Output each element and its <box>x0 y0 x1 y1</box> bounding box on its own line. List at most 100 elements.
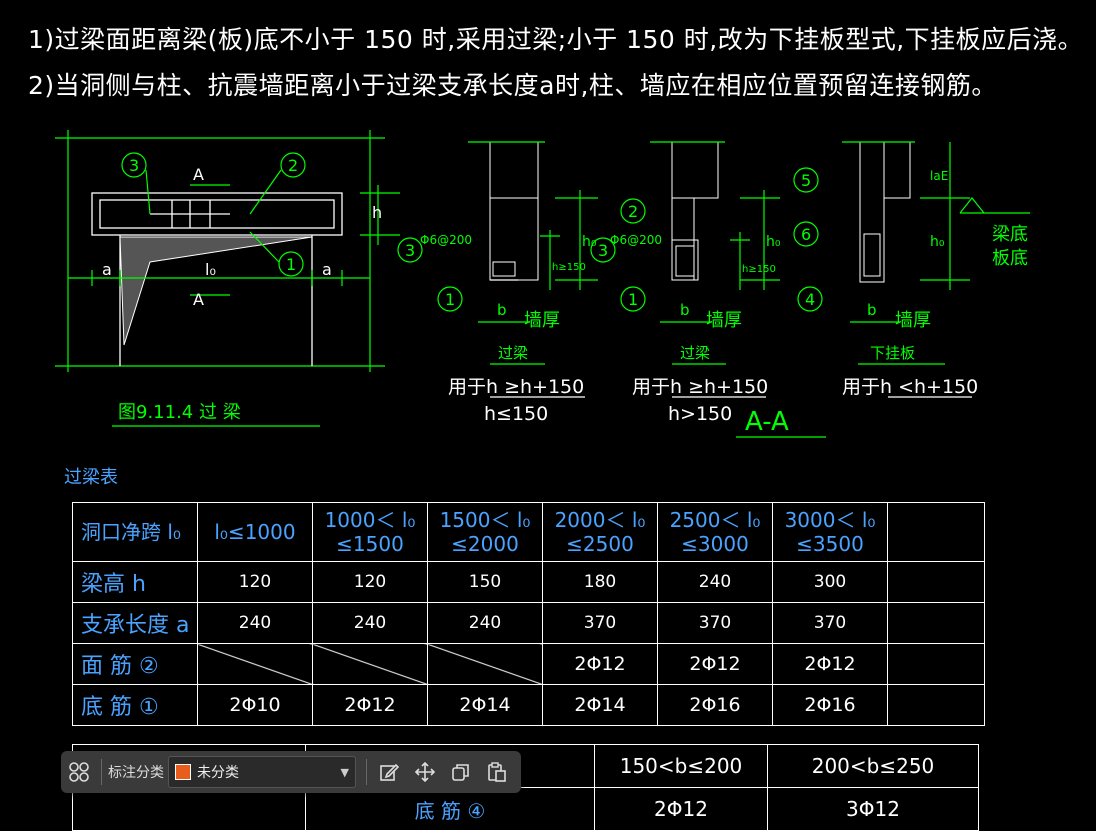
header-cell: 2500＜ l₀ ≤3000 <box>657 502 773 562</box>
row-label: 梁高 h <box>72 561 198 603</box>
table-cell: 240 <box>657 561 773 603</box>
sec1-h0-label: h₀ <box>582 234 597 250</box>
dim-h: h <box>372 203 382 222</box>
table-cell: 2Φ14 <box>542 684 658 726</box>
table-title: 过梁表 <box>64 467 118 488</box>
circle-2-label: 2 <box>288 156 298 175</box>
table-cell: 2Φ12 <box>594 787 768 831</box>
chevron-down-icon: ▼ <box>340 765 349 779</box>
toolbar-divider <box>101 759 102 785</box>
table-row: 面 筋 ② 2Φ12 2Φ12 2Φ12 <box>72 643 985 685</box>
table-cell: 底 筋 ④ <box>305 787 595 831</box>
sec2-cond1: 用于h ≥h+150 <box>632 376 768 398</box>
sec1-stirrup-label: Φ6@200 <box>420 233 472 247</box>
table-cell: 300 <box>772 561 888 603</box>
table-cell-diagonal <box>312 643 428 685</box>
sec2-stirrup-label: Φ6@200 <box>610 233 662 247</box>
row-label: 底 筋 ① <box>72 684 198 726</box>
table-cell: 2Φ10 <box>197 684 313 726</box>
table-cell <box>887 643 985 685</box>
row-label: 支承长度 a <box>72 602 198 644</box>
table-cell: 2Φ14 <box>427 684 543 726</box>
dim-a-right: a <box>322 260 332 279</box>
sec1-cond1: 用于h ≥h+150 <box>448 376 584 398</box>
table-cell-diagonal <box>427 643 543 685</box>
copy-icon[interactable] <box>443 754 479 790</box>
table-cell: 240 <box>197 602 313 644</box>
table-cell: 150<b≤200 <box>594 744 768 788</box>
note-line-1: 1)过梁面距离梁(板)底不小于 150 时,采用过梁;小于 150 时,改为下挂… <box>28 25 1084 54</box>
dim-l0: l₀ <box>205 260 216 279</box>
category-label: 标注分类 <box>108 765 164 781</box>
table-cell: 370 <box>657 602 773 644</box>
edit-icon[interactable] <box>371 754 407 790</box>
toolbar-divider <box>366 759 367 785</box>
table-cell: 2Φ12 <box>542 643 658 685</box>
header-cell: 3000＜ l₀ ≤3500 <box>772 502 888 562</box>
sec1-b-label: b <box>497 301 507 319</box>
table-row: 底 筋 ① 2Φ10 2Φ12 2Φ14 2Φ14 2Φ16 2Φ16 <box>72 684 985 726</box>
header-cell: 洞口净跨 l₀ <box>72 502 198 562</box>
header-cell: 1000＜ l₀ ≤1500 <box>312 502 428 562</box>
section-mark-a-bottom: A <box>193 290 204 309</box>
sec1-circle-1: 1 <box>445 290 455 309</box>
dim-a-left: a <box>102 260 112 279</box>
header-cell <box>887 502 985 562</box>
sec1-cond2: h≤150 <box>484 403 548 425</box>
sec3-h0-label: h₀ <box>930 234 945 250</box>
table-cell: 240 <box>312 602 428 644</box>
category-selected: 未分类 <box>197 765 239 781</box>
sec1-h150-label: h≥150 <box>552 262 586 273</box>
move-icon[interactable] <box>407 754 443 790</box>
table-cell: 3Φ12 <box>767 787 979 831</box>
sec3-circle-6: 6 <box>801 225 811 244</box>
sec3-wall-label: 墙厚 <box>895 310 931 331</box>
sec2-circle-1: 1 <box>628 290 638 309</box>
table-cell: 2Φ16 <box>657 684 773 726</box>
section-aa-title: A-A <box>745 407 789 437</box>
header-cell: 2000＜ l₀ ≤2500 <box>542 502 658 562</box>
section-lintel-2: 2 3 1 Φ6@200 b 墙厚 h₀ h≥150 过梁 用于h ≥h+150… <box>590 141 826 438</box>
sec3-title: 下挂板 <box>870 344 915 362</box>
table-header-row: 洞口净跨 l₀ l₀≤1000 1000＜ l₀ ≤1500 1500＜ l₀ … <box>72 502 985 562</box>
sec3-lae-label: laE <box>930 169 948 183</box>
sec3-b-label: b <box>867 301 877 319</box>
sec3-circle-4: 4 <box>805 290 815 309</box>
table-cell: 120 <box>197 561 313 603</box>
annotation-toolbar: 标注分类 未分类 ▼ <box>61 751 521 793</box>
category-dropdown[interactable]: 未分类 ▼ <box>168 756 356 788</box>
row-label: 面 筋 ② <box>72 643 198 685</box>
sec2-cond2: h>150 <box>668 403 732 425</box>
table-row: 底 筋 ④ 2Φ12 3Φ12 <box>72 787 979 831</box>
sec1-wall-label: 墙厚 <box>524 310 560 331</box>
sec2-h150-label: h≥150 <box>742 264 776 275</box>
sec2-title: 过梁 <box>680 344 710 362</box>
table-cell: 240 <box>427 602 543 644</box>
header-cell: 1500＜ l₀ ≤2000 <box>427 502 543 562</box>
circle-3-label: 3 <box>129 156 139 175</box>
table-cell: 2Φ12 <box>657 643 773 685</box>
section-hanging-slab: 5 6 4 b 墙厚 laE h₀ 梁底 板底 下挂板 用于h <h+150 <box>793 141 1030 398</box>
table-cell <box>72 787 306 831</box>
table-cell: 2Φ16 <box>772 684 888 726</box>
paste-icon[interactable] <box>479 754 515 790</box>
table-cell: 370 <box>772 602 888 644</box>
note-line-2: 2)当洞侧与柱、抗震墙距离小于过梁支承长度a时,柱、墙应在相应位置预留连接钢筋。 <box>28 71 997 100</box>
sec2-wall-label: 墙厚 <box>706 310 742 331</box>
sec1-circle-3: 3 <box>405 241 415 260</box>
lintel-table: 洞口净跨 l₀ l₀≤1000 1000＜ l₀ ≤1500 1500＜ l₀ … <box>72 502 985 726</box>
table-cell <box>887 684 985 726</box>
header-cell: l₀≤1000 <box>197 502 313 562</box>
table-cell: 370 <box>542 602 658 644</box>
sec2-h0-label: h₀ <box>766 234 781 250</box>
table-cell <box>887 561 985 603</box>
slab-bottom-label: 板底 <box>992 248 1028 269</box>
table-row: 支承长度 a 240 240 240 370 370 370 <box>72 602 985 644</box>
table-cell <box>887 602 985 644</box>
sec2-circle-3: 3 <box>598 241 608 260</box>
grid-apps-icon[interactable] <box>61 754 97 790</box>
table-cell: 180 <box>542 561 658 603</box>
sec3-cond1: 用于h <h+150 <box>842 376 978 398</box>
section-lintel-1: 3 1 Φ6@200 b 墙厚 h₀ h≥150 过梁 用于h ≥h+150 h… <box>397 141 598 425</box>
